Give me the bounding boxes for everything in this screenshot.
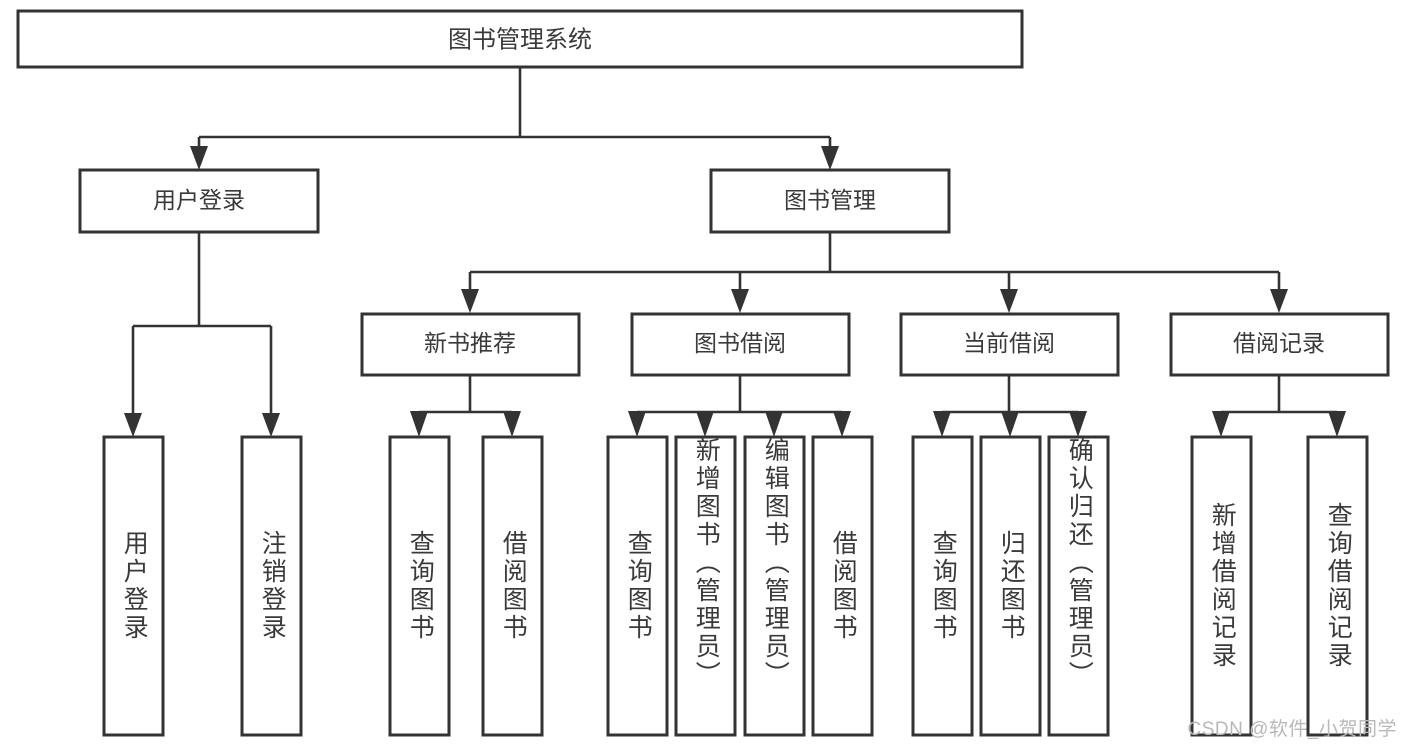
leaf-box-user-login-0[interactable] (102, 435, 165, 737)
node-box-root[interactable] (16, 9, 1024, 69)
arrowhead-leaf-user-login-1 (262, 413, 280, 437)
arrowhead-leaf-book-borrow-0 (628, 411, 646, 437)
node-box-borrow-record[interactable] (1169, 312, 1390, 377)
node-box-new-book-recommend[interactable] (360, 312, 581, 377)
node-box-book-manage[interactable] (709, 168, 951, 234)
arrowhead-leaf-book-borrow-1 (696, 411, 714, 437)
node-label-user-login: 用户登录 (153, 187, 245, 213)
arrowhead-leaf-user-login-0 (124, 413, 142, 437)
leaf-box-current-borrow-1[interactable] (979, 435, 1042, 737)
node-box-user-login[interactable] (78, 168, 320, 234)
arrowhead-leaf-borrow-record-0 (1212, 411, 1230, 437)
arrowhead-level2-0 (461, 289, 479, 313)
leaf-box-new-book-1[interactable] (481, 435, 544, 737)
leaf-box-book-borrow-1[interactable] (674, 435, 737, 737)
node-label-book-borrow: 图书借阅 (694, 330, 786, 356)
arrowhead-leaf-book-borrow-3 (833, 411, 851, 437)
arrowhead-leaf-new-book-1 (503, 411, 521, 437)
leaf-box-book-borrow-0[interactable] (606, 435, 669, 737)
arrowhead-leaf-current-borrow-0 (933, 411, 951, 437)
node-label-root: 图书管理系统 (448, 26, 592, 53)
node-box-current-borrow[interactable] (899, 312, 1120, 377)
arrowhead-leaf-new-book-0 (410, 411, 428, 437)
leaf-box-book-borrow-3[interactable] (811, 435, 874, 737)
arrowhead-book-manage (821, 146, 839, 170)
arrowhead-level2-2 (1000, 289, 1018, 313)
arrowhead-level2-1 (731, 289, 749, 313)
arrowhead-leaf-current-borrow-1 (1001, 411, 1019, 437)
arrowhead-user-login (190, 146, 208, 170)
leaf-box-borrow-record-0[interactable] (1190, 435, 1253, 737)
node-box-book-borrow[interactable] (630, 312, 851, 377)
leaf-box-current-borrow-2[interactable] (1047, 435, 1110, 737)
watermark-text: CSDN @软件_小贺同学 (1187, 719, 1397, 740)
leaf-box-user-login-1[interactable] (240, 435, 303, 737)
leaf-box-current-borrow-0[interactable] (911, 435, 974, 737)
node-label-new-book-recommend: 新书推荐 (424, 330, 516, 356)
leaf-box-book-borrow-2[interactable] (743, 435, 806, 737)
node-label-borrow-record: 借阅记录 (1233, 330, 1325, 356)
node-label-current-borrow: 当前借阅 (963, 330, 1055, 356)
arrowhead-level2-3 (1270, 289, 1288, 313)
arrowhead-leaf-book-borrow-2 (765, 411, 783, 437)
leaf-box-new-book-0[interactable] (388, 435, 451, 737)
arrowhead-leaf-borrow-record-1 (1328, 411, 1346, 437)
leaf-box-borrow-record-1[interactable] (1306, 435, 1369, 737)
node-label-book-manage: 图书管理 (784, 187, 876, 213)
arrowhead-leaf-current-borrow-2 (1069, 411, 1087, 437)
